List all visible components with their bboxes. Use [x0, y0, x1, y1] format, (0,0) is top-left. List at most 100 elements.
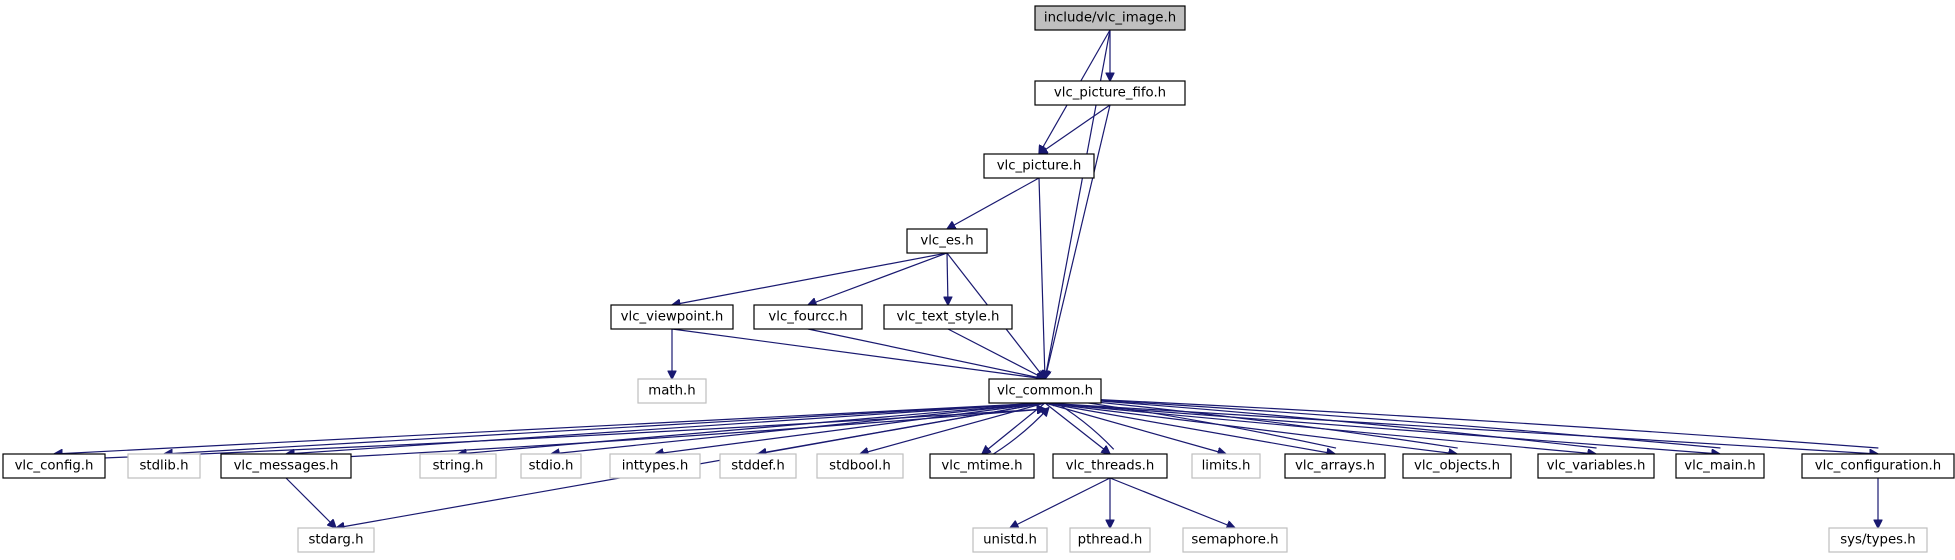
node-box-inttypes[interactable] — [609, 453, 701, 479]
node-box-stdlib[interactable] — [127, 453, 201, 479]
node-box-stddef[interactable] — [719, 453, 797, 479]
edge-vlc-picture-fifo-to-vlc-common — [1045, 104, 1111, 379]
edge-vlc-common-to-stdbool — [860, 402, 1046, 454]
node-label-vlc-picture-fifo: vlc_picture_fifo.h — [1054, 86, 1166, 101]
node-box-vlc-picture-fifo[interactable] — [1034, 80, 1186, 106]
edge-vlc-picture-to-vlc-es — [947, 177, 1040, 229]
node-box-math[interactable] — [637, 378, 707, 404]
node-box-vlc-main[interactable] — [1675, 453, 1765, 479]
edge-vlc-common-to-vlc-threads — [1044, 402, 1110, 454]
node-label-stdlib: stdlib.h — [139, 459, 188, 474]
node-inttypes[interactable]: inttypes.h — [609, 453, 701, 479]
edges-layer — [54, 29, 1879, 528]
node-label-vlc-es: vlc_es.h — [920, 234, 973, 249]
edge-vlc-fourcc-to-vlc-common — [807, 328, 1045, 379]
node-sys-types[interactable]: sys/types.h — [1828, 527, 1928, 553]
node-box-unistd[interactable] — [972, 527, 1048, 553]
node-box-semaphore[interactable] — [1182, 527, 1288, 553]
node-box-vlc-threads[interactable] — [1052, 453, 1168, 479]
node-box-string[interactable] — [419, 453, 497, 479]
node-box-vlc-variables[interactable] — [1537, 453, 1655, 479]
node-label-vlc-objects: vlc_objects.h — [1414, 459, 1500, 474]
node-label-unistd: unistd.h — [983, 533, 1037, 548]
node-label-vlc-image: include/vlc_image.h — [1044, 11, 1176, 26]
edge-vlc-common-to-vlc-messages — [286, 402, 1046, 454]
node-vlc-image[interactable]: include/vlc_image.h — [1034, 5, 1186, 31]
node-vlc-fourcc[interactable]: vlc_fourcc.h — [753, 304, 863, 330]
edge-vlc-threads-to-unistd — [1010, 477, 1111, 528]
node-box-stdarg[interactable] — [297, 527, 375, 553]
node-label-vlc-configuration: vlc_configuration.h — [1815, 459, 1941, 474]
node-vlc-es[interactable]: vlc_es.h — [906, 228, 988, 254]
node-string[interactable]: string.h — [419, 453, 497, 479]
edge-vlc-common-to-vlc-config — [54, 402, 1046, 454]
node-stdlib[interactable]: stdlib.h — [127, 453, 201, 479]
node-limits[interactable]: limits.h — [1191, 453, 1261, 479]
node-label-semaphore: semaphore.h — [1191, 533, 1278, 548]
node-vlc-picture-fifo[interactable]: vlc_picture_fifo.h — [1034, 80, 1186, 106]
node-stddef[interactable]: stddef.h — [719, 453, 797, 479]
node-vlc-common[interactable]: vlc_common.h — [988, 378, 1102, 404]
node-box-vlc-config[interactable] — [2, 453, 106, 479]
node-box-sys-types[interactable] — [1828, 527, 1928, 553]
node-box-vlc-arrays[interactable] — [1284, 453, 1386, 479]
node-box-vlc-image[interactable] — [1034, 5, 1186, 31]
node-vlc-viewpoint[interactable]: vlc_viewpoint.h — [610, 304, 734, 330]
node-box-pthread[interactable] — [1069, 527, 1151, 553]
edge-vlc-common-to-vlc-variables — [1044, 402, 1596, 454]
nodes-layer: include/vlc_image.h vlc_picture_fifo.hvlc… — [2, 5, 1955, 553]
node-vlc-configuration[interactable]: vlc_configuration.h — [1801, 453, 1955, 479]
node-vlc-text-style[interactable]: vlc_text_style.h — [883, 304, 1013, 330]
node-unistd[interactable]: unistd.h — [972, 527, 1048, 553]
node-math[interactable]: math.h — [637, 378, 707, 404]
node-box-stdio[interactable] — [520, 453, 582, 479]
node-label-stdarg: stdarg.h — [308, 533, 363, 548]
node-vlc-main[interactable]: vlc_main.h — [1675, 453, 1765, 479]
node-box-vlc-viewpoint[interactable] — [610, 304, 734, 330]
node-label-vlc-common: vlc_common.h — [997, 384, 1093, 399]
node-stdio[interactable]: stdio.h — [520, 453, 582, 479]
node-box-vlc-messages[interactable] — [220, 453, 352, 479]
edge-vlc-configuration-to-vlc-common — [1045, 397, 1879, 449]
edge-vlc-common-to-stdio — [551, 402, 1046, 454]
node-stdbool[interactable]: stdbool.h — [816, 453, 904, 479]
node-label-vlc-picture: vlc_picture.h — [997, 159, 1082, 174]
node-box-vlc-es[interactable] — [906, 228, 988, 254]
node-stdarg[interactable]: stdarg.h — [297, 527, 375, 553]
node-label-vlc-text-style: vlc_text_style.h — [897, 310, 1000, 325]
node-box-vlc-common[interactable] — [988, 378, 1102, 404]
node-vlc-messages[interactable]: vlc_messages.h — [220, 453, 352, 479]
edge-vlc-common-to-inttypes — [655, 402, 1046, 454]
node-label-inttypes: inttypes.h — [622, 459, 689, 474]
node-label-vlc-mtime: vlc_mtime.h — [941, 459, 1022, 474]
node-label-stdbool: stdbool.h — [829, 459, 891, 474]
node-box-limits[interactable] — [1191, 453, 1261, 479]
node-vlc-arrays[interactable]: vlc_arrays.h — [1284, 453, 1386, 479]
node-label-vlc-main: vlc_main.h — [1684, 459, 1755, 474]
node-box-vlc-mtime[interactable] — [929, 453, 1035, 479]
edge-vlc-common-to-vlc-main — [1044, 402, 1720, 454]
node-label-pthread: pthread.h — [1078, 533, 1143, 548]
node-vlc-variables[interactable]: vlc_variables.h — [1537, 453, 1655, 479]
node-label-sys-types: sys/types.h — [1840, 533, 1916, 548]
node-pthread[interactable]: pthread.h — [1069, 527, 1151, 553]
edge-vlc-messages-to-stdarg — [285, 477, 336, 528]
node-vlc-threads[interactable]: vlc_threads.h — [1052, 453, 1168, 479]
node-vlc-objects[interactable]: vlc_objects.h — [1402, 453, 1512, 479]
node-vlc-mtime[interactable]: vlc_mtime.h — [929, 453, 1035, 479]
node-label-vlc-arrays: vlc_arrays.h — [1295, 459, 1375, 474]
node-box-vlc-configuration[interactable] — [1801, 453, 1955, 479]
node-box-stdbool[interactable] — [816, 453, 904, 479]
edge-vlc-messages-to-vlc-common — [286, 409, 1045, 461]
node-vlc-picture[interactable]: vlc_picture.h — [983, 153, 1095, 179]
node-box-vlc-text-style[interactable] — [883, 304, 1013, 330]
node-box-vlc-picture[interactable] — [983, 153, 1095, 179]
node-vlc-config[interactable]: vlc_config.h — [2, 453, 106, 479]
edge-vlc-es-to-vlc-viewpoint — [672, 252, 948, 305]
node-box-vlc-fourcc[interactable] — [753, 304, 863, 330]
node-box-vlc-objects[interactable] — [1402, 453, 1512, 479]
node-semaphore[interactable]: semaphore.h — [1182, 527, 1288, 553]
edge-vlc-common-to-vlc-configuration — [1044, 402, 1878, 454]
edge-vlc-viewpoint-to-vlc-common — [671, 328, 1045, 379]
